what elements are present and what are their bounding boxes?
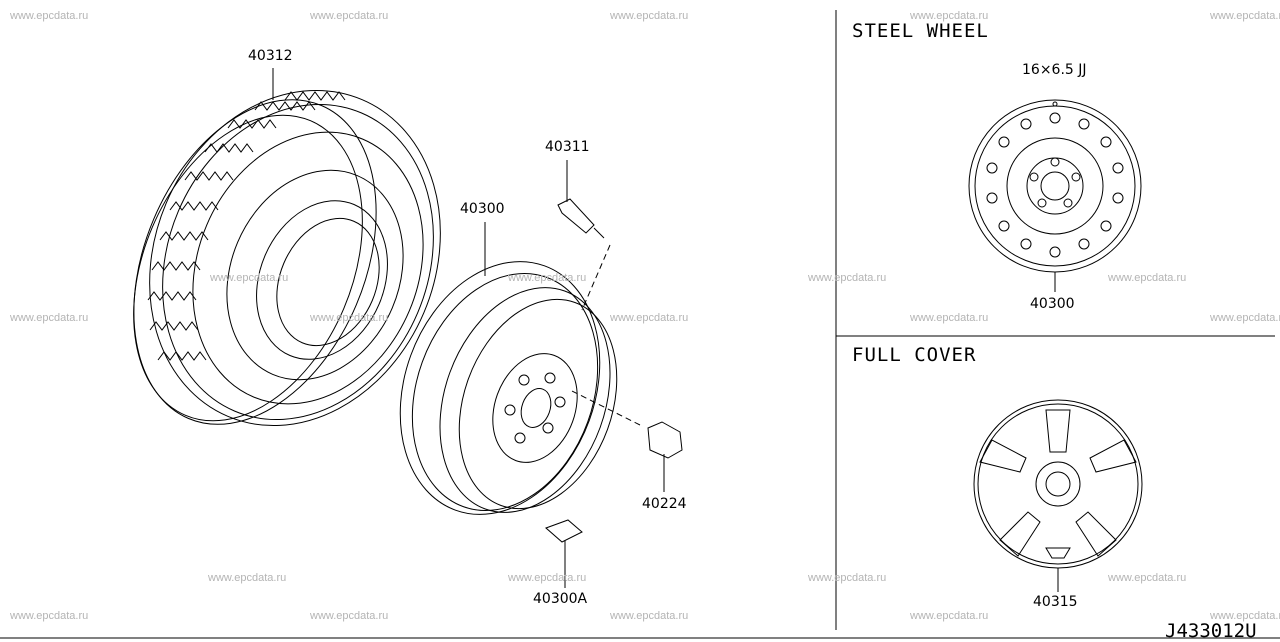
watermark: www.epcdata.ru xyxy=(808,272,887,284)
weight-drawing xyxy=(545,519,583,588)
steel-wheel-drawing xyxy=(968,99,1142,292)
part-label-valve[interactable]: 40311 xyxy=(545,139,590,155)
watermark: www.epcdata.ru xyxy=(310,10,389,22)
tire-drawing xyxy=(133,68,441,427)
part-label-full-cover[interactable]: 40315 xyxy=(1033,594,1078,610)
watermark: www.epcdata.ru xyxy=(910,312,989,324)
watermark: www.epcdata.ru xyxy=(610,312,689,324)
watermark: www.epcdata.ru xyxy=(1210,10,1280,22)
watermark: www.epcdata.ru xyxy=(310,610,389,622)
nut-drawing xyxy=(569,389,683,492)
watermark: www.epcdata.ru xyxy=(1210,610,1280,622)
wheel-drawing xyxy=(399,222,618,515)
watermark: www.epcdata.ru xyxy=(508,572,587,584)
full-cover-drawing xyxy=(973,399,1143,592)
part-label-tire[interactable]: 40312 xyxy=(248,48,293,64)
part-label-weight[interactable]: 40300A xyxy=(533,591,588,607)
watermark: www.epcdata.ru xyxy=(10,312,89,324)
watermark: www.epcdata.ru xyxy=(808,572,887,584)
watermark: www.epcdata.ru xyxy=(1108,272,1187,284)
watermark: www.epcdata.ru xyxy=(610,10,689,22)
watermark: www.epcdata.ru xyxy=(210,272,289,284)
section-title-full-cover: FULL COVER xyxy=(852,344,977,366)
watermark: www.epcdata.ru xyxy=(910,610,989,622)
valve-drawing xyxy=(557,160,611,311)
section-title-steel-wheel: STEEL WHEEL xyxy=(852,20,989,42)
part-label-wheel[interactable]: 40300 xyxy=(460,201,505,217)
drawing-code: J433012U xyxy=(1165,620,1257,642)
wheel-size-spec: 16×6.5 JJ xyxy=(1022,62,1087,78)
watermark: www.epcdata.ru xyxy=(610,610,689,622)
watermark: www.epcdata.ru xyxy=(310,312,389,324)
watermark: www.epcdata.ru xyxy=(208,572,287,584)
watermark: www.epcdata.ru xyxy=(1108,572,1187,584)
watermark: www.epcdata.ru xyxy=(10,610,89,622)
watermark: www.epcdata.ru xyxy=(508,272,587,284)
watermark: www.epcdata.ru xyxy=(10,10,89,22)
part-label-nut[interactable]: 40224 xyxy=(642,496,687,512)
watermark: www.epcdata.ru xyxy=(1210,312,1280,324)
part-label-steel-wheel[interactable]: 40300 xyxy=(1030,296,1075,312)
watermark: www.epcdata.ru xyxy=(910,10,989,22)
